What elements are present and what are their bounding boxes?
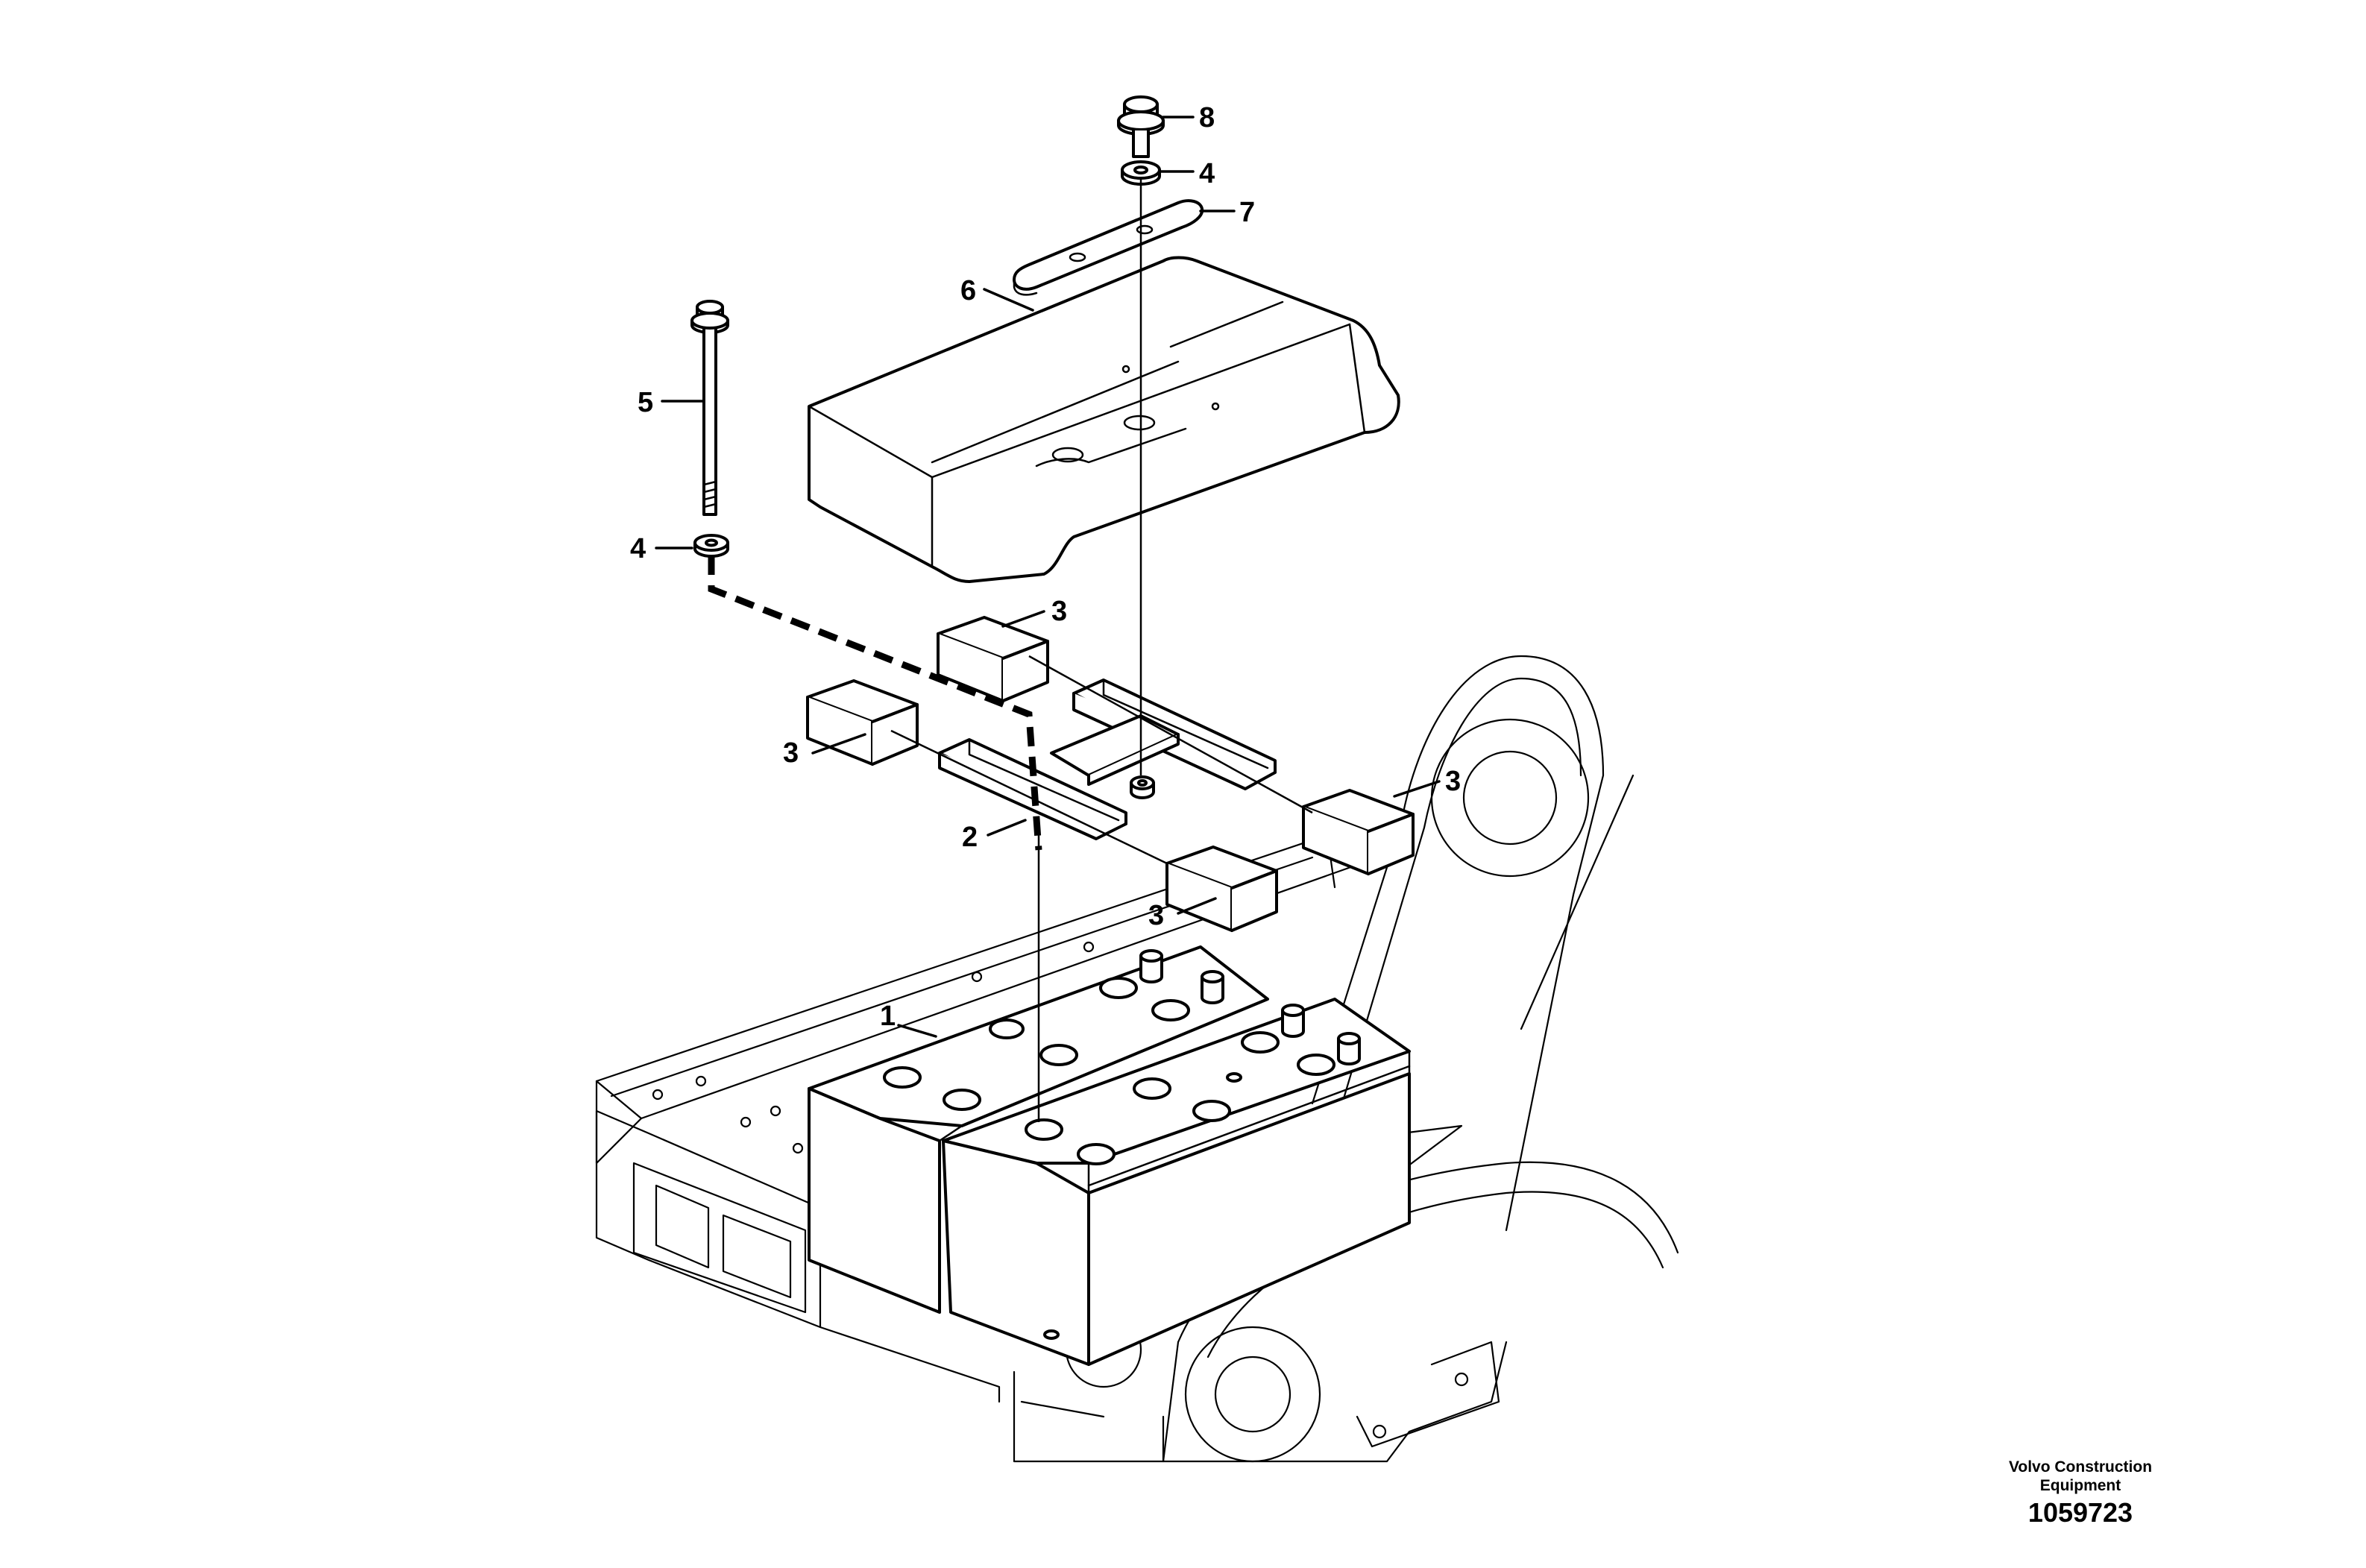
battery-right-body <box>942 1139 1090 1366</box>
strap-plate <box>1013 199 1204 296</box>
callout-4-left: 4 <box>630 533 646 564</box>
callout-2: 2 <box>962 822 978 853</box>
washer-left <box>693 534 729 558</box>
battery-right-front <box>1087 1072 1411 1366</box>
leader-lines <box>655 116 1441 1038</box>
long-bolt <box>690 300 729 516</box>
drawing-footer: Volvo Construction Equipment 1059723 <box>1983 1458 2177 1531</box>
drawing-number: 1059723 <box>2027 1497 2133 1528</box>
callout-5: 5 <box>638 387 653 418</box>
callout-6: 6 <box>960 275 976 306</box>
callout-4-top: 4 <box>1199 158 1215 189</box>
callout-8: 8 <box>1199 102 1215 133</box>
corner-pad-left <box>806 679 919 766</box>
corner-pad-upper-left <box>937 616 1049 702</box>
callout-3-a: 3 <box>1051 596 1067 627</box>
corner-pad-lower <box>1165 846 1278 932</box>
callout-1: 1 <box>880 1001 896 1032</box>
corner-pad-right <box>1302 789 1415 875</box>
callout-3-b: 3 <box>783 737 799 769</box>
battery-cover <box>808 256 1400 583</box>
top-bolt <box>1117 95 1165 158</box>
assembly-axes <box>890 179 1313 1122</box>
company-name-line2: Equipment <box>2039 1477 2121 1494</box>
battery-rails <box>938 678 1277 840</box>
callouts: 8 4 7 6 5 4 3 3 3 3 2 1 <box>630 102 1461 1032</box>
long-bolt-route-dashed <box>708 555 1042 851</box>
battery-left-body <box>808 1087 941 1314</box>
machine-frame <box>595 655 1679 1463</box>
company-name-line1: Volvo Construction <box>2008 1458 2153 1476</box>
callout-7: 7 <box>1239 197 1255 228</box>
washer-top <box>1121 160 1161 186</box>
callout-3-c: 3 <box>1445 766 1461 797</box>
battery-pair <box>808 945 1411 1366</box>
callout-3-d: 3 <box>1148 900 1164 931</box>
